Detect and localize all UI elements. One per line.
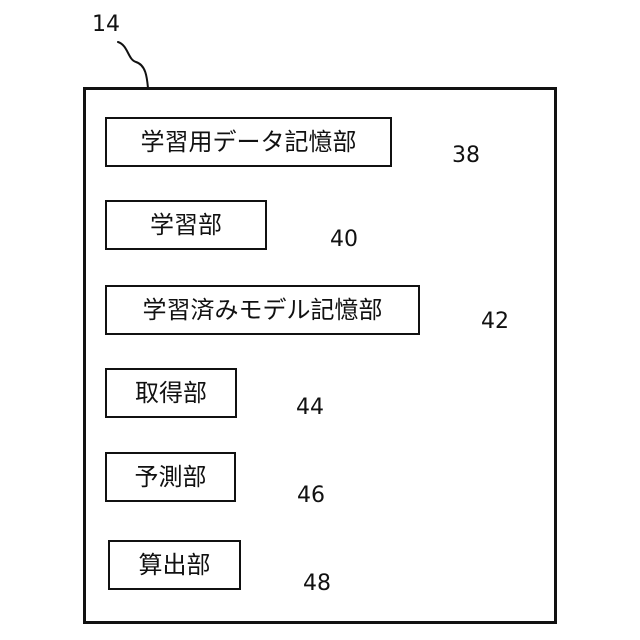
ref-48: 48 xyxy=(303,573,331,595)
ref-38: 38 xyxy=(452,145,480,167)
ref-40: 40 xyxy=(330,229,358,251)
acquisition-unit-block: 取得部 xyxy=(105,368,237,418)
learning-unit-block: 学習部 xyxy=(105,200,267,250)
calculation-unit-block: 算出部 xyxy=(108,540,241,590)
training-data-storage-block: 学習用データ記憶部 xyxy=(105,117,392,167)
ref-42: 42 xyxy=(481,311,509,333)
acquisition-unit-label: 取得部 xyxy=(135,381,207,405)
ref-44: 44 xyxy=(296,397,324,419)
trained-model-storage-label: 学習済みモデル記憶部 xyxy=(143,298,383,322)
calculation-unit-label: 算出部 xyxy=(139,553,211,577)
prediction-unit-label: 予測部 xyxy=(135,465,207,489)
ref-46: 46 xyxy=(297,485,325,507)
training-data-storage-label: 学習用データ記憶部 xyxy=(141,130,357,154)
trained-model-storage-block: 学習済みモデル記憶部 xyxy=(105,285,420,335)
learning-unit-label: 学習部 xyxy=(150,213,222,237)
prediction-unit-block: 予測部 xyxy=(105,452,236,502)
leader-line-container xyxy=(118,42,148,88)
container-ref-label: 14 xyxy=(92,14,120,36)
